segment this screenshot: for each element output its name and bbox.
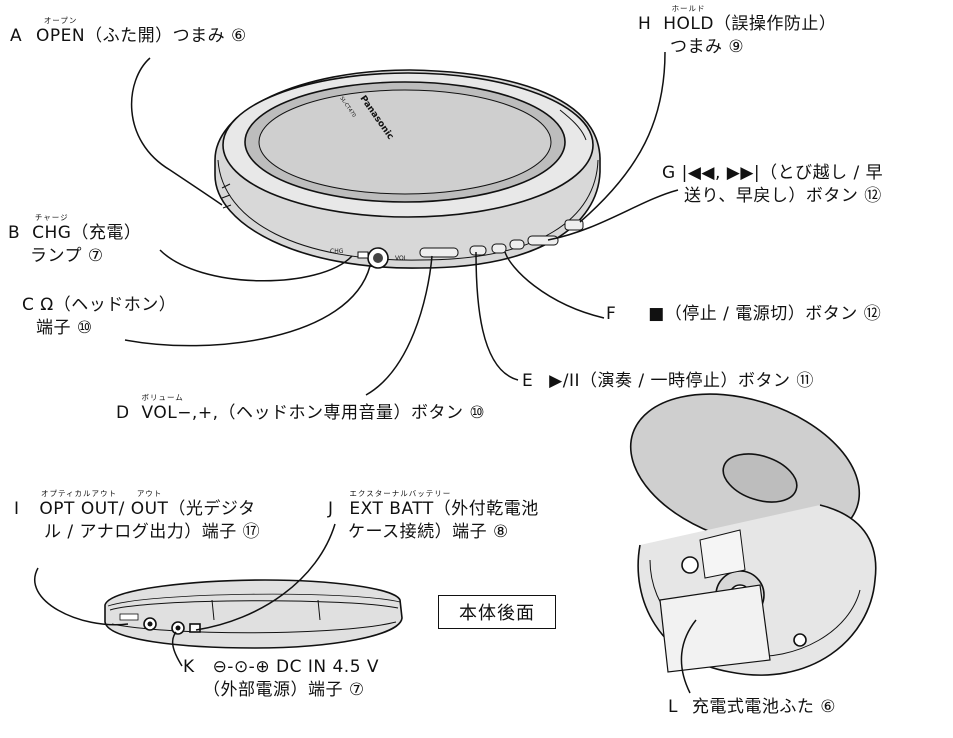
cd-player-open-view (629, 393, 877, 676)
leader-lines (34, 51, 697, 694)
label-i-ruby1: オプティカルアウト (40, 489, 118, 498)
label-b-ruby: チャージ (34, 213, 69, 222)
label-a-letter: A (10, 26, 23, 46)
label-g-text: |◀◀, ▶▶|（とび越し / 早 (681, 163, 884, 183)
label-b-text: （充電） (71, 223, 142, 243)
label-g-letter: G (662, 163, 676, 183)
label-h-line2: つまみ ⑨ (670, 36, 745, 57)
label-e: E ▶/II（演奏 / 一時停止）ボタン ⑪ (522, 370, 814, 393)
label-f-letter: F (606, 304, 617, 324)
label-j-letter: J (328, 499, 334, 519)
dc-polarity-icon: ⊖-⊙-⊕ (212, 657, 271, 677)
label-k-letter: K (183, 657, 195, 677)
label-a-ruby: オープン (43, 16, 78, 25)
label-c-letter: C (22, 295, 35, 315)
label-h-letter: H (638, 14, 652, 34)
label-j-base: EXT BATT (349, 499, 434, 519)
label-d-base: VOL (141, 403, 178, 423)
label-i-letter: I (14, 499, 20, 519)
label-i-ruby2: アウト (136, 489, 163, 498)
label-i-base1: OPT OUT (39, 499, 119, 519)
label-e-letter: E (522, 371, 534, 391)
stop-icon: ■ (648, 304, 665, 324)
label-c: C Ω（ヘッドホン） 端子 ⑩ (22, 294, 176, 340)
label-i-text: （光デジタ (168, 499, 256, 519)
label-i-line2: ル / アナログ出力）端子 ⑰ (44, 521, 261, 542)
label-a-base: OPEN (36, 26, 86, 46)
label-h-base: HOLD (663, 14, 714, 34)
vol-marking: VOL (395, 255, 408, 262)
label-a-text: （ふた開）つまみ ⑥ (85, 26, 247, 46)
chg-marking: CHG (330, 248, 344, 255)
cd-player-rear-view (104, 579, 403, 649)
rear-view-label: 本体後面 (438, 595, 556, 629)
label-h-text: （誤操作防止） (713, 14, 837, 34)
label-d-text: −,+,（ヘッドホン専用音量）ボタン ⑩ (177, 403, 486, 423)
label-c-text: （ヘッドホン） (53, 295, 177, 315)
headphone-icon: Ω (40, 295, 54, 315)
label-e-text: ▶/II（演奏 / 一時停止）ボタン ⑪ (549, 371, 814, 391)
label-k-text: DC IN 4.5 V (275, 657, 380, 677)
label-k: K ⊖-⊙-⊕ DC IN 4.5 V （外部電源）端子 ⑦ (183, 656, 379, 702)
label-j-line2: ケース接続）端子 ⑧ (348, 521, 509, 542)
label-i-base2: OUT (130, 499, 169, 519)
label-b-base: CHG (32, 223, 72, 243)
label-f: F ■（停止 / 電源切）ボタン ⑫ (606, 303, 881, 326)
label-h-ruby: ホールド (671, 4, 706, 13)
label-d-ruby: ボリューム (141, 393, 184, 402)
label-k-line2: （外部電源）端子 ⑦ (203, 679, 365, 700)
label-d-letter: D (116, 403, 130, 423)
label-j-ruby: エクスターナルバッテリー (349, 489, 452, 498)
label-l-letter: L (668, 697, 678, 717)
label-l-text: 充電式電池ふた ⑥ (691, 697, 837, 717)
label-g: G |◀◀, ▶▶|（とび越し / 早 送り、早戻し）ボタン ⑫ (662, 162, 883, 208)
label-c-line2: 端子 ⑩ (36, 317, 93, 338)
label-j-text: （外付乾電池 (433, 499, 539, 519)
label-b-letter: B (8, 223, 21, 243)
label-g-line2: 送り、早戻し）ボタン ⑫ (684, 185, 882, 206)
label-i-sep: / (118, 499, 125, 519)
label-l: L 充電式電池ふた ⑥ (668, 696, 836, 719)
label-f-text: （停止 / 電源切）ボタン ⑫ (664, 304, 882, 324)
cd-player-top-view (214, 69, 601, 269)
label-b-line2: ランプ ⑦ (30, 245, 104, 266)
